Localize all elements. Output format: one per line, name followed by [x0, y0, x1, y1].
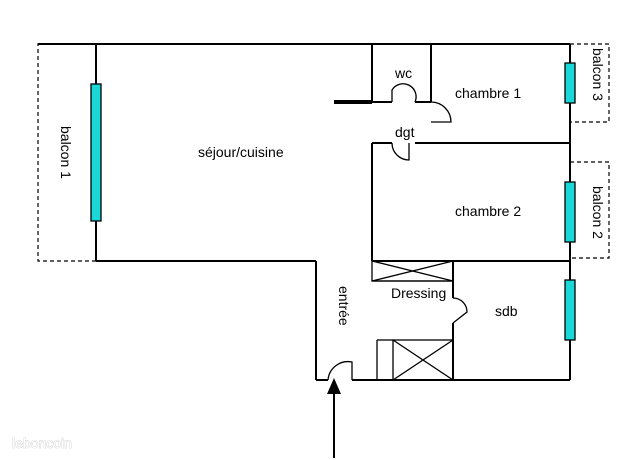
label-sdb: sdb: [495, 303, 518, 319]
door-wc: [391, 83, 417, 103]
label-entree: entrée: [336, 286, 352, 326]
door-dgt: [391, 142, 410, 161]
door-chambre1: [430, 101, 452, 123]
watermark: leboncoin: [12, 435, 72, 451]
closet-dressing: [371, 260, 454, 282]
label-balcon2: balcon 2: [590, 186, 606, 239]
closet-sdb: [392, 339, 454, 381]
interior-walls: [334, 44, 570, 380]
closets: [371, 260, 454, 381]
label-chambre1: chambre 1: [455, 85, 521, 101]
label-wc: wc: [394, 65, 412, 81]
window-sdb: [564, 279, 576, 341]
door-entree: [327, 360, 353, 381]
label-balcon3: balcon 3: [590, 48, 606, 101]
window-balcon1: [90, 83, 102, 222]
label-dgt: dgt: [395, 124, 415, 140]
label-balcon1: balcon 1: [58, 126, 74, 179]
window-chambre2: [564, 181, 576, 243]
entry-arrow-icon: [327, 378, 341, 458]
windows: [90, 62, 576, 341]
label-dressing: Dressing: [391, 285, 446, 301]
door-sdb: [452, 297, 468, 324]
balcony-outlines: [37, 43, 610, 262]
label-sejour: séjour/cuisine: [198, 144, 284, 160]
doors: [327, 83, 468, 381]
window-chambre1: [564, 62, 576, 104]
label-chambre2: chambre 2: [455, 203, 521, 219]
